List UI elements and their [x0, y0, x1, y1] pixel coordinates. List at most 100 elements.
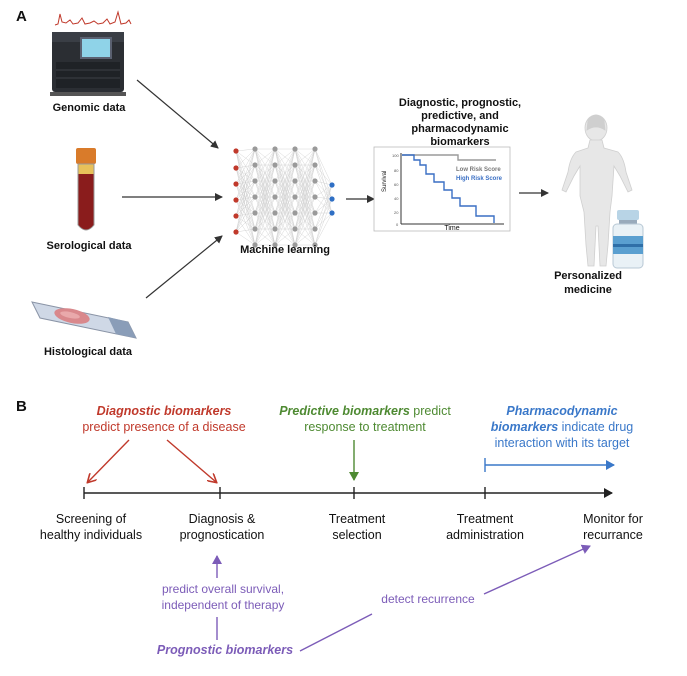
nn-node [292, 178, 298, 184]
stage-treatment-selection: Treatment selection [329, 511, 386, 543]
low-risk-curve [402, 154, 496, 161]
nn-node [272, 178, 278, 184]
km-ylabel: Survival [382, 170, 388, 192]
km-xlabel: Time [444, 225, 460, 232]
arrow-diagnostic-to-diagnosis [166, 439, 216, 482]
pharmacodynamic-biomarkers-text: Pharmacodynamic biomarkers indicate drug… [491, 403, 633, 451]
biomarkers-title-line: predictive, and [421, 110, 499, 122]
nn-node [329, 196, 335, 202]
machine-learning-label: Machine learning [240, 244, 330, 256]
nn-node [252, 146, 258, 152]
stage-diagnosis: Diagnosis & prognostication [180, 511, 265, 543]
predictive-biomarkers-text: Predictive biomarkers predict response t… [279, 403, 451, 435]
stage-line: healthy individuals [39, 528, 143, 542]
biomarkers-title-line: pharmacodynamic [411, 123, 509, 135]
prognostic-survival-line: predict overall survival, [161, 582, 285, 596]
km-legend-low: Low Risk Score [456, 167, 501, 173]
nn-node [292, 210, 298, 216]
stage-line: administration [446, 528, 524, 542]
arrow-diagnostic-to-screening [88, 439, 130, 482]
predictive-biomarkers-desc: predict [409, 404, 451, 418]
histological-data-label: Histological data [43, 346, 133, 358]
prognostic-biomarkers-title: Prognostic biomarkers [156, 643, 294, 657]
nn-node [233, 181, 239, 187]
neural-network-icon [233, 146, 335, 248]
km-legend-high: High Risk Score [456, 176, 503, 182]
nn-node [233, 197, 239, 203]
nn-node [312, 226, 318, 232]
svg-text:100: 100 [392, 153, 399, 158]
nn-node [292, 162, 298, 168]
stage-treatment-administration: Treatment administration [446, 511, 524, 543]
nn-node [272, 210, 278, 216]
stage-line: Monitor for [583, 512, 643, 526]
biomarkers-title-line: Diagnostic, prognostic, [398, 97, 522, 109]
predictive-biomarkers-title: Predictive biomarkers [279, 404, 410, 418]
svg-text:60: 60 [394, 182, 399, 187]
nn-node [292, 226, 298, 232]
nn-node [252, 210, 258, 216]
nn-node [233, 213, 239, 219]
nn-node [312, 162, 318, 168]
detect-recurrence-text: detect recurrence [381, 592, 475, 606]
prognostic-recurrence-line-a [299, 613, 373, 652]
histology-slide-icon [31, 301, 137, 339]
stage-line: recurrance [583, 528, 643, 542]
prognostic-survival-text: predict overall survival, independent of… [162, 581, 285, 613]
nn-node [312, 242, 318, 248]
biomarkers-title: Diagnostic, prognostic, predictive, and … [399, 97, 521, 149]
arrow-genomic-to-ml [136, 79, 219, 149]
svg-text:80: 80 [394, 168, 399, 173]
serological-data-label: Serological data [46, 240, 132, 252]
prognostic-survival-line: independent of therapy [161, 598, 285, 612]
genomic-data-label: Genomic data [52, 102, 126, 114]
nn-node [312, 194, 318, 200]
personalized-line: Personalized [554, 270, 622, 282]
nn-node [292, 146, 298, 152]
arrow-histological-to-ml [145, 235, 223, 299]
nn-node [252, 194, 258, 200]
nn-node [272, 194, 278, 200]
person-icon [561, 114, 633, 267]
stage-line: Treatment [328, 512, 386, 526]
survival-plot: 100 80 60 40 20 0 [373, 146, 511, 232]
nn-node [272, 162, 278, 168]
nn-node [292, 242, 298, 248]
stage-line: Treatment [456, 512, 514, 526]
personalized-medicine-label: Personalized medicine [554, 269, 622, 297]
nn-node [233, 229, 239, 235]
pharmacodynamic-desc: interaction with its target [494, 436, 630, 450]
blood-tube-icon [76, 148, 96, 231]
high-risk-curve [402, 154, 495, 223]
nn-node [252, 162, 258, 168]
stage-monitor: Monitor for recurrance [583, 511, 643, 543]
svg-text:20: 20 [394, 210, 399, 215]
svg-text:0: 0 [396, 222, 399, 227]
nn-node [312, 210, 318, 216]
stage-line: Diagnosis & [188, 512, 256, 526]
nn-node [292, 194, 298, 200]
biomarkers-title-line: biomarkers [430, 136, 490, 148]
panel-b-label: B [16, 398, 27, 415]
panel-a-label: A [16, 8, 27, 25]
nn-node [329, 182, 335, 188]
stage-screening: Screening of healthy individuals [40, 511, 142, 543]
stage-line: prognostication [179, 528, 265, 542]
nn-node [272, 242, 278, 248]
diagnostic-biomarkers-desc: predict presence of a disease [82, 420, 246, 434]
nn-node [329, 210, 335, 216]
pharmacodynamic-desc: indicate drug [558, 420, 634, 434]
sequencer-icon [50, 10, 132, 96]
nn-node [272, 146, 278, 152]
diagnostic-biomarkers-title: Diagnostic biomarkers [96, 404, 232, 418]
arrow-prognostic-to-recurrence [483, 544, 591, 595]
nn-node [252, 178, 258, 184]
nn-node [312, 178, 318, 184]
nn-node [252, 226, 258, 232]
pharmacodynamic-title: Pharmacodynamic [506, 404, 618, 418]
svg-text:40: 40 [394, 196, 399, 201]
nn-node [252, 242, 258, 248]
pharmacodynamic-title: biomarkers [490, 420, 559, 434]
predictive-biomarkers-desc: response to treatment [304, 420, 426, 434]
